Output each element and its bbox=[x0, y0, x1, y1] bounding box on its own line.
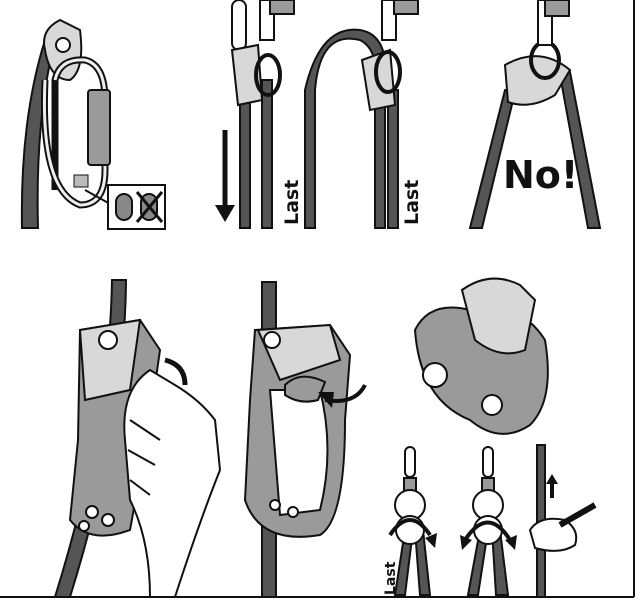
device-hole bbox=[55, 37, 71, 53]
panel-incorrect: No! bbox=[468, 0, 602, 229]
last-label: Last bbox=[401, 180, 423, 225]
device-small bbox=[528, 517, 578, 552]
panel-rope-direction: Last bbox=[383, 444, 597, 598]
rope bbox=[558, 70, 602, 229]
hand bbox=[123, 368, 222, 598]
panel-rope-loop: Last bbox=[304, 0, 423, 229]
rope bbox=[261, 79, 273, 229]
last-label: Last bbox=[281, 180, 303, 225]
device-top bbox=[78, 318, 142, 402]
device bbox=[503, 55, 572, 106]
panel-rope-down: Last bbox=[215, 0, 303, 229]
no-warning-label: No! bbox=[503, 153, 578, 197]
lock-indicator bbox=[73, 174, 89, 188]
rope-loop bbox=[304, 28, 387, 229]
device bbox=[230, 43, 264, 107]
direction-arrow-icon bbox=[388, 518, 432, 537]
double-arrow-icon bbox=[463, 520, 512, 542]
cam bbox=[460, 277, 537, 355]
arrow-head bbox=[215, 205, 235, 222]
rope bbox=[239, 99, 251, 229]
rope bbox=[387, 89, 399, 229]
panel-carabiner-locking bbox=[20, 18, 166, 230]
cross-icon bbox=[135, 191, 164, 223]
panel-hand-grip bbox=[53, 279, 222, 598]
lever bbox=[284, 375, 327, 403]
last-label: Last bbox=[383, 561, 399, 595]
locking-sleeve bbox=[87, 89, 111, 166]
panel-lever bbox=[243, 281, 367, 598]
panel-device-detail bbox=[413, 277, 549, 435]
locked-icon bbox=[115, 193, 133, 221]
